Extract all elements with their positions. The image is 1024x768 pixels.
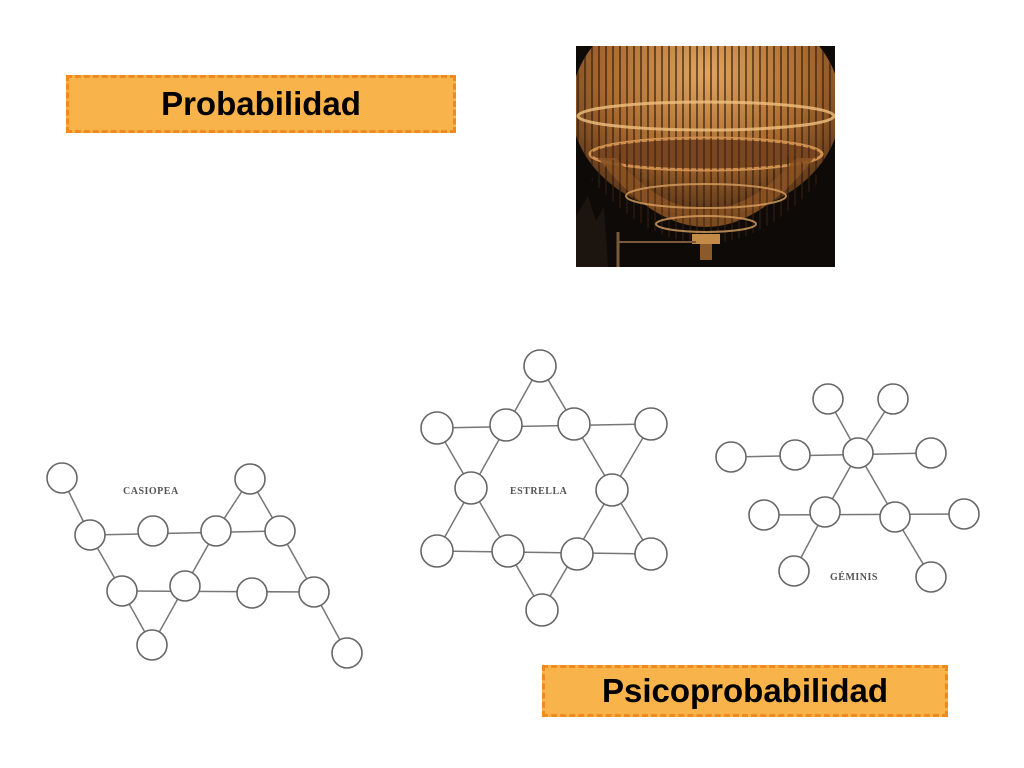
label-geminis: GÉMINIS xyxy=(830,571,878,583)
diagram-casiopea: CASIOPEA xyxy=(46,462,363,669)
label-estrella: ESTRELLA xyxy=(510,486,568,497)
title-psicoprobabilidad: Psicoprobabilidad xyxy=(542,665,948,717)
diagram-estrella: ESTRELLA xyxy=(420,349,668,627)
lottery-drum-image xyxy=(571,0,841,267)
title-psicoprobabilidad-text: Psicoprobabilidad xyxy=(601,672,889,709)
title-probabilidad: Probabilidad xyxy=(66,75,456,133)
diagram-geminis: GÉMINIS xyxy=(715,383,980,593)
label-casiopea: CASIOPEA xyxy=(123,486,179,497)
title-probabilidad-text: Probabilidad xyxy=(161,85,361,122)
